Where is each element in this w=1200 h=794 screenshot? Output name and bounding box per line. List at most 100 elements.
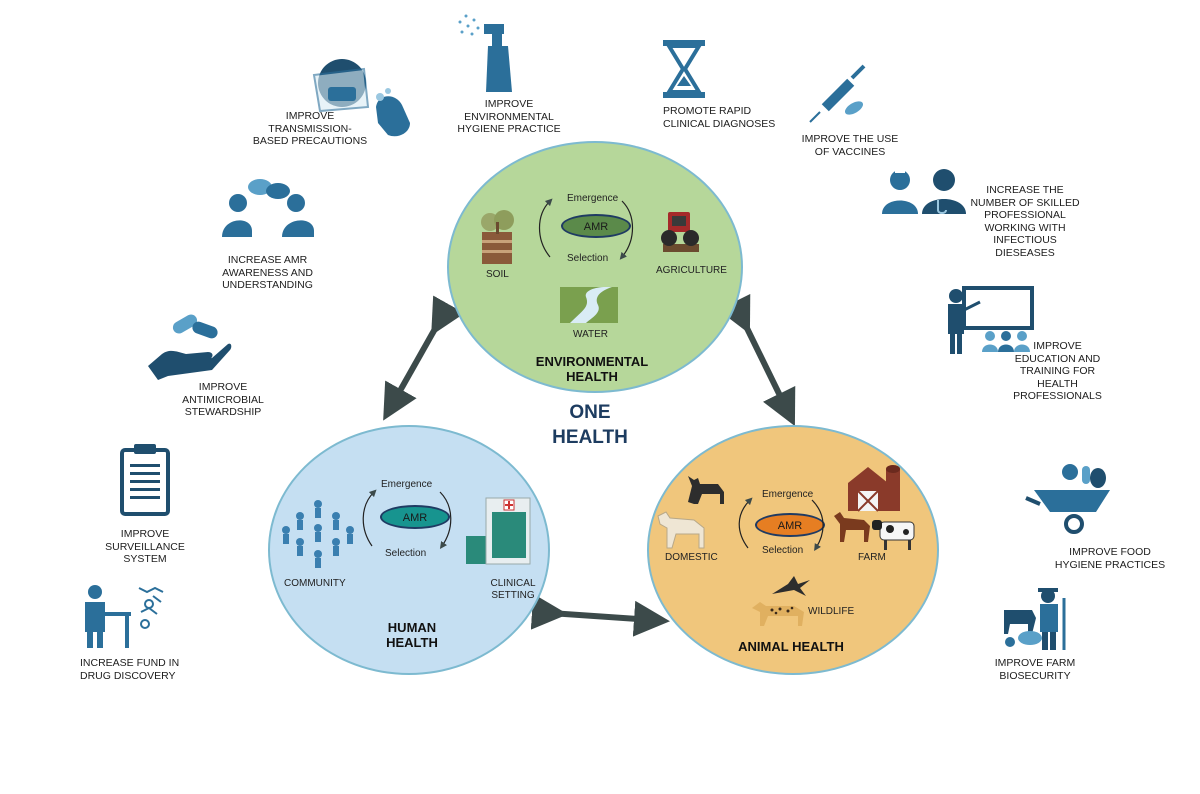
- drug-discovery-line1: INCREASE FUND IN: [80, 657, 180, 669]
- hospital-icon: [466, 497, 531, 565]
- clinical-line2: SETTING: [491, 590, 535, 601]
- hygiene-env-line1: IMPROVE: [484, 98, 534, 110]
- env-title-line2: HEALTH: [566, 369, 618, 384]
- human-selection-label: Selection: [385, 548, 427, 559]
- food-hygiene-label: IMPROVE FOOD HYGIENE PRACTICES: [1050, 546, 1170, 571]
- rapid-diag-label: PROMOTE RAPID CLINICAL DIAGNOSES: [663, 105, 775, 130]
- education-label: IMPROVE EDUCATION AND TRAINING FOR HEALT…: [1000, 340, 1115, 403]
- env-selection-label: Selection: [567, 253, 609, 264]
- conversation-icon: [222, 179, 314, 237]
- vaccines-line1: IMPROVE THE USE: [801, 133, 899, 145]
- human-title-line2: HEALTH: [386, 635, 438, 650]
- cow-icon: [872, 520, 915, 550]
- animal-emergence-label: Emergence: [762, 489, 814, 500]
- awareness-line2: AWARENESS AND: [222, 266, 313, 279]
- education-line2: EDUCATION AND: [1014, 352, 1101, 365]
- transmission-line3: BASED PRECAUTIONS: [252, 135, 368, 147]
- arrow-env-animal: [717, 293, 796, 427]
- spray-bottle-icon: [458, 14, 512, 92]
- clipboard-icon: [120, 444, 170, 516]
- drug-discovery-line2: DRUG DISCOVERY: [80, 669, 176, 682]
- human-emergence-label: Emergence: [381, 479, 433, 490]
- surveillance-line2: SURVEILLANCE: [105, 540, 185, 553]
- vaccines-line2: OF VACCINES: [814, 145, 886, 158]
- farm-biosecurity-label: IMPROVE FARM BIOSECURITY: [985, 657, 1085, 682]
- human-title-line1: HUMAN: [387, 620, 437, 635]
- skilled-line3: PROFESSIONAL: [984, 209, 1066, 221]
- syringe-icon: [809, 64, 866, 123]
- teacher-icon: [948, 286, 1034, 354]
- doctors-icon: [882, 168, 966, 214]
- skilled-line2: NUMBER OF SKILLED: [970, 196, 1080, 209]
- bird-icon: [772, 576, 810, 596]
- animal-health-title: ANIMAL HEALTH: [738, 639, 844, 654]
- surveillance-line1: IMPROVE: [120, 528, 170, 540]
- animal-cycle-arrows: [738, 497, 824, 552]
- cheetah-icon: [752, 602, 804, 626]
- domestic-label: DOMESTIC: [665, 552, 718, 563]
- soil-label: SOIL: [486, 269, 509, 280]
- arrow-env-human: [383, 295, 465, 421]
- rapid-diag-line2: CLINICAL DIAGNOSES: [663, 117, 776, 130]
- farm-label: FARM: [858, 552, 886, 563]
- food-hygiene-line1: IMPROVE FOOD: [1069, 546, 1151, 558]
- one-health-line1: ONE: [569, 402, 611, 423]
- stewardship-line1: IMPROVE: [198, 381, 248, 393]
- skilled-label: INCREASE THE NUMBER OF SKILLED PROFESSIO…: [965, 184, 1085, 259]
- water-label: WATER: [573, 329, 608, 340]
- skilled-line5: INFECTIOUS: [993, 234, 1057, 246]
- dog-icon: [657, 511, 705, 549]
- env-emergence-label: Emergence: [567, 193, 619, 204]
- env-cycle-arrows: [539, 198, 633, 260]
- drug-discovery-label: INCREASE FUND IN DRUG DISCOVERY: [80, 657, 179, 682]
- skilled-line1: INCREASE THE: [986, 184, 1064, 196]
- skilled-line6: DIESEASES: [995, 246, 1055, 259]
- surveillance-line3: SYSTEM: [123, 553, 167, 565]
- env-title-line1: ENVIRONMENTAL: [535, 354, 649, 369]
- clinical-line1: CLINICAL: [490, 578, 536, 589]
- rapid-diag-line1: PROMOTE RAPID: [663, 105, 752, 117]
- animal-amr-badge: AMR: [755, 513, 825, 537]
- awareness-line1: INCREASE AMR: [227, 254, 308, 266]
- wildlife-label: WILDLIFE: [808, 606, 855, 617]
- hygiene-env-label: IMPROVE ENVIRONMENTAL HYGIENE PRACTICE: [454, 98, 564, 136]
- education-line4: HEALTH: [1037, 377, 1078, 390]
- human-health-title: HUMAN HEALTH: [352, 620, 472, 650]
- stewardship-line3: STEWARDSHIP: [184, 406, 262, 418]
- pills-hand-icon: [148, 314, 232, 380]
- environmental-health-circle: [447, 141, 743, 393]
- skilled-line4: WORKING WITH: [984, 221, 1066, 234]
- education-line1: IMPROVE: [1033, 340, 1082, 352]
- wheelbarrow-icon: [1025, 464, 1110, 534]
- farm-biosecurity-line2: BIOSECURITY: [999, 669, 1071, 682]
- awareness-line3: UNDERSTANDING: [222, 279, 313, 291]
- farm-biosecurity-line1: IMPROVE FARM: [994, 657, 1076, 669]
- face-shield-icon: [312, 59, 410, 137]
- cat-icon: [688, 476, 724, 504]
- hygiene-env-line2: ENVIRONMENTAL: [464, 110, 554, 123]
- arrow-human-animal: [530, 593, 670, 637]
- tractor-icon: [661, 212, 699, 252]
- surveillance-label: IMPROVE SURVEILLANCE SYSTEM: [95, 528, 195, 566]
- community-label: COMMUNITY: [284, 578, 346, 589]
- education-line5: PROFESSIONALS: [1013, 390, 1102, 402]
- human-amr-badge: AMR: [380, 505, 450, 529]
- clinical-setting-label: CLINICAL SETTING: [482, 578, 544, 602]
- community-icon: [282, 500, 354, 568]
- environmental-health-title: ENVIRONMENTAL HEALTH: [522, 354, 662, 384]
- vaccines-label: IMPROVE THE USE OF VACCINES: [795, 133, 905, 158]
- transmission-line1: IMPROVE: [285, 110, 335, 122]
- horse-icon: [834, 512, 870, 542]
- farmer-icon: [1004, 588, 1066, 650]
- water-icon: [560, 287, 618, 323]
- awareness-label: INCREASE AMR AWARENESS AND UNDERSTANDING: [205, 254, 330, 292]
- one-health-line2: HEALTH: [552, 427, 628, 448]
- one-health-title: ONE HEALTH: [535, 400, 645, 450]
- food-hygiene-line2: HYGIENE PRACTICES: [1054, 558, 1166, 571]
- hygiene-env-line3: HYGIENE PRACTICE: [457, 123, 561, 135]
- education-line3: TRAINING FOR: [1019, 365, 1096, 377]
- hourglass-icon: [663, 40, 705, 98]
- animal-selection-label: Selection: [762, 545, 804, 556]
- env-amr-badge: AMR: [561, 214, 631, 238]
